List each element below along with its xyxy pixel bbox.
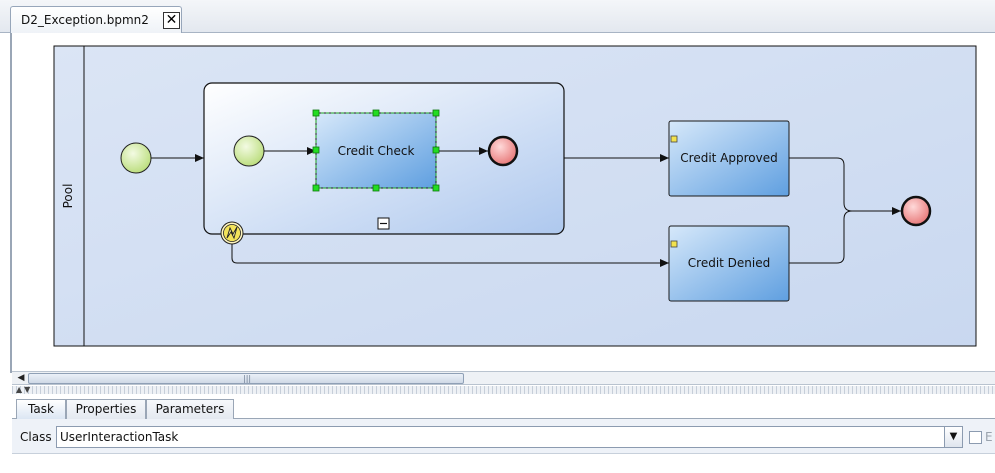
tab-task-label: Task xyxy=(28,402,54,416)
flow-denied-to-end[interactable] xyxy=(789,210,853,264)
grip-icon: ||| xyxy=(243,374,252,383)
end-event[interactable] xyxy=(900,195,932,227)
diagram-canvas[interactable]: Pool Credit Check xyxy=(10,33,995,373)
error-icon xyxy=(226,226,238,240)
tab-properties-label: Properties xyxy=(75,402,137,416)
horizontal-scrollbar[interactable]: ◀ ||| xyxy=(12,371,995,385)
editor-tab-strip: D2_Exception.bpmn2 ✕ xyxy=(0,0,995,34)
bpmn-diagram[interactable]: Pool Credit Check xyxy=(12,33,995,373)
start-event[interactable] xyxy=(120,142,152,174)
credit-denied-label: Credit Denied xyxy=(688,256,770,270)
panel-splitter[interactable] xyxy=(12,386,995,394)
credit-check-label: Credit Check xyxy=(338,144,415,158)
scrollbar-thumb[interactable]: ||| xyxy=(28,373,464,384)
diagram-tab[interactable]: D2_Exception.bpmn2 ✕ xyxy=(10,6,182,34)
splitter-arrows-icon[interactable]: ▲▼ xyxy=(16,385,33,394)
tab-task[interactable]: Task xyxy=(16,399,66,419)
credit-check-task[interactable] xyxy=(315,112,437,189)
scroll-left-icon[interactable]: ◀ xyxy=(17,373,25,383)
flow-error-to-denied[interactable] xyxy=(231,244,669,267)
selection-handles[interactable] xyxy=(312,109,440,192)
close-icon[interactable]: ✕ xyxy=(163,12,180,29)
credit-approved-label: Credit Approved xyxy=(680,151,777,165)
checkbox-label: E xyxy=(985,430,993,444)
flow-approved-to-end[interactable] xyxy=(789,157,901,215)
properties-tab-strip: Task Properties Parameters xyxy=(12,397,995,419)
class-label: Class xyxy=(20,430,52,444)
class-select[interactable]: UserInteractionTask xyxy=(56,426,956,448)
chevron-down-icon[interactable]: ▼ xyxy=(944,426,963,448)
lower-panel-area xyxy=(12,453,995,473)
inner-start-event[interactable] xyxy=(233,135,265,167)
pool-label: Pool xyxy=(61,184,75,209)
inner-end-event[interactable] xyxy=(487,135,519,167)
tab-parameters[interactable]: Parameters xyxy=(146,399,234,419)
option-checkbox[interactable] xyxy=(969,431,982,444)
tab-properties[interactable]: Properties xyxy=(66,399,146,419)
diagram-tab-title: D2_Exception.bpmn2 xyxy=(21,13,149,27)
task-marker-icon xyxy=(670,240,678,248)
tab-parameters-label: Parameters xyxy=(155,402,225,416)
task-marker-icon xyxy=(670,135,678,143)
